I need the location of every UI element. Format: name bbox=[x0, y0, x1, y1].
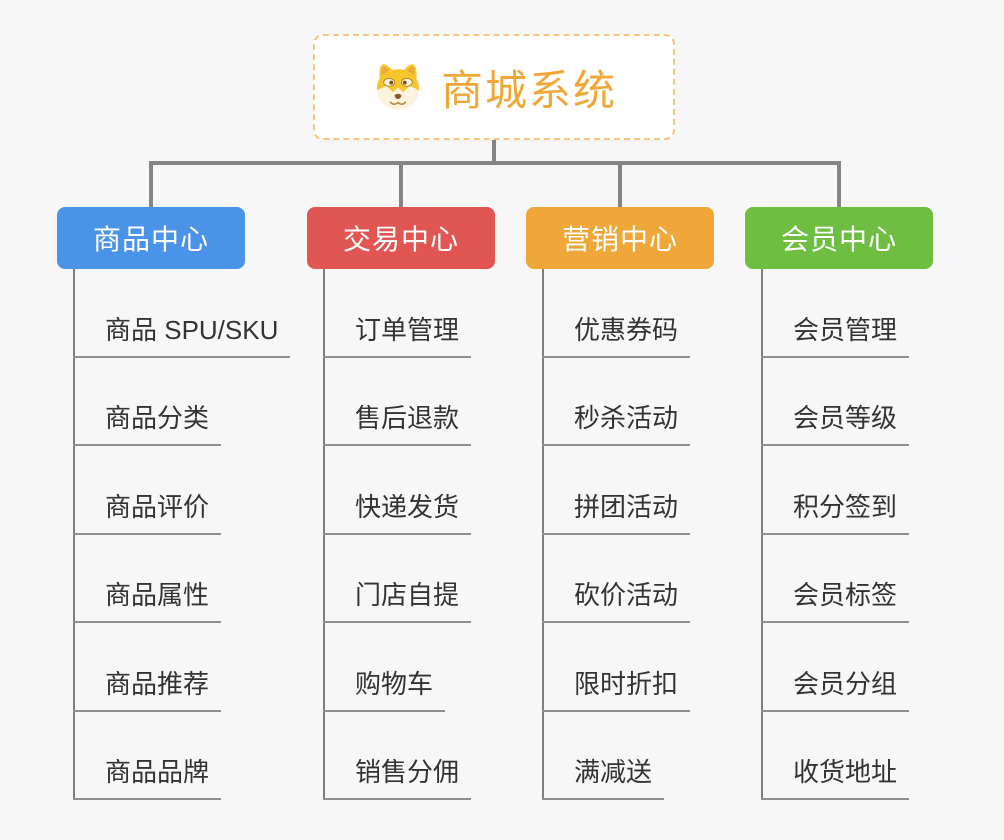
mindmap-item[interactable]: 商品分类 bbox=[73, 358, 290, 446]
item-label: 会员标签 bbox=[761, 575, 910, 623]
mindmap-item[interactable]: 商品 SPU/SKU bbox=[73, 269, 291, 358]
item-label: 商品属性 bbox=[73, 575, 222, 623]
mindmap-item[interactable]: 会员分组 bbox=[761, 623, 910, 712]
item-label: 拼团活动 bbox=[542, 487, 691, 535]
item-label: 商品分类 bbox=[73, 398, 222, 446]
item-label: 秒杀活动 bbox=[542, 398, 691, 446]
branch-items-product-center: 商品 SPU/SKU 商品分类 商品评价 商品属性 商品推荐 商品品牌 bbox=[73, 269, 291, 800]
item-label: 商品品牌 bbox=[73, 752, 222, 800]
mindmap-item[interactable]: 收货地址 bbox=[761, 712, 910, 800]
item-label: 商品推荐 bbox=[73, 664, 222, 712]
item-label: 会员等级 bbox=[761, 398, 910, 446]
branch-items-marketing-center: 优惠券码 秒杀活动 拼团活动 砍价活动 限时折扣 满减送 bbox=[542, 269, 691, 800]
item-label: 商品评价 bbox=[73, 487, 222, 535]
branch-node-product-center[interactable]: 商品中心 bbox=[57, 207, 245, 269]
item-label: 售后退款 bbox=[323, 398, 472, 446]
root-title: 商城系统 bbox=[440, 66, 617, 114]
mindmap-item[interactable]: 会员标签 bbox=[761, 535, 910, 623]
item-label: 订单管理 bbox=[323, 310, 472, 358]
mindmap-item[interactable]: 商品属性 bbox=[73, 535, 290, 623]
mindmap-item[interactable]: 购物车 bbox=[323, 623, 471, 712]
item-label: 快递发货 bbox=[323, 487, 472, 535]
mindmap-item[interactable]: 满减送 bbox=[542, 712, 690, 800]
mindmap-item[interactable]: 订单管理 bbox=[323, 269, 472, 358]
doge-face-icon bbox=[371, 62, 425, 112]
mindmap-item[interactable]: 商品品牌 bbox=[73, 712, 290, 800]
mindmap-item[interactable]: 商品评价 bbox=[73, 446, 290, 535]
item-label: 限时折扣 bbox=[542, 664, 691, 712]
connector-bus bbox=[149, 161, 841, 165]
mindmap-item[interactable]: 商品推荐 bbox=[73, 623, 290, 712]
mindmap-item[interactable]: 秒杀活动 bbox=[542, 358, 691, 446]
item-label: 会员管理 bbox=[761, 310, 910, 358]
connector-drop bbox=[399, 163, 403, 207]
item-label: 收货地址 bbox=[761, 752, 910, 800]
connector-drop bbox=[149, 163, 153, 207]
mindmap-item[interactable]: 拼团活动 bbox=[542, 446, 691, 535]
item-label: 购物车 bbox=[323, 664, 446, 712]
mindmap-item[interactable]: 销售分佣 bbox=[323, 712, 472, 800]
item-label: 积分签到 bbox=[761, 487, 910, 535]
item-label: 商品 SPU/SKU bbox=[73, 310, 291, 358]
branch-items-trade-center: 订单管理 售后退款 快递发货 门店自提 购物车 销售分佣 bbox=[323, 269, 472, 800]
item-label: 满减送 bbox=[542, 752, 665, 800]
mindmap-item[interactable]: 优惠券码 bbox=[542, 269, 691, 358]
item-label: 优惠券码 bbox=[542, 310, 691, 358]
mindmap-item[interactable]: 门店自提 bbox=[323, 535, 472, 623]
item-label: 销售分佣 bbox=[323, 752, 472, 800]
item-label: 砍价活动 bbox=[542, 575, 691, 623]
mindmap-item[interactable]: 会员等级 bbox=[761, 358, 910, 446]
branch-node-member-center[interactable]: 会员中心 bbox=[745, 207, 933, 269]
mindmap-item[interactable]: 限时折扣 bbox=[542, 623, 691, 712]
branch-items-member-center: 会员管理 会员等级 积分签到 会员标签 会员分组 收货地址 bbox=[761, 269, 910, 800]
root-node[interactable]: 商城系统 bbox=[313, 34, 675, 140]
mindmap-item[interactable]: 积分签到 bbox=[761, 446, 910, 535]
mindmap-item[interactable]: 会员管理 bbox=[761, 269, 910, 358]
mindmap-item[interactable]: 快递发货 bbox=[323, 446, 472, 535]
branch-node-trade-center[interactable]: 交易中心 bbox=[307, 207, 495, 269]
branch-node-marketing-center[interactable]: 营销中心 bbox=[526, 207, 714, 269]
connector-root-stub bbox=[492, 140, 496, 165]
mindmap-item[interactable]: 售后退款 bbox=[323, 358, 472, 446]
mindmap-item[interactable]: 砍价活动 bbox=[542, 535, 691, 623]
item-label: 会员分组 bbox=[761, 664, 910, 712]
connector-drop bbox=[837, 163, 841, 207]
connector-drop bbox=[618, 163, 622, 207]
item-label: 门店自提 bbox=[323, 575, 472, 623]
